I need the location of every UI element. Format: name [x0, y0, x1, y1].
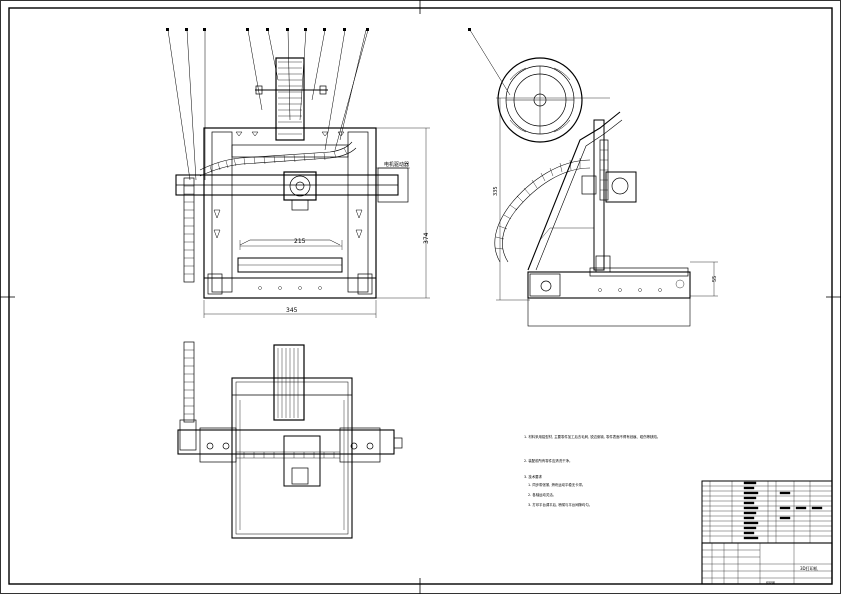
top-print-head [283, 435, 321, 487]
frame-triangles [213, 131, 363, 239]
side-spool-outer [497, 57, 583, 143]
front-view [166, 28, 430, 318]
side-print-head [605, 171, 637, 203]
title-block [701, 542, 833, 585]
front-vertical-chain [183, 177, 195, 283]
front-spool [275, 57, 305, 141]
note-line-6: 3. 打印平台调平后, 喷嘴与平台间隙均匀。 [528, 502, 592, 507]
title-block-title: 3D打印机 [800, 565, 818, 571]
inner-border [8, 7, 833, 585]
note-line-2: 2. 装配前所有零件应清洗干净。 [524, 458, 572, 463]
side-column [593, 119, 605, 271]
top-frame [231, 377, 353, 539]
top-spool [273, 344, 305, 421]
balloon-leaders [167, 29, 369, 181]
title-block-company: 装配图 [766, 580, 775, 585]
technical-notes: 1. 材料采用铝型材, 主要零件加工后去毛刺, 锐边倒钝, 零件表面不得有划痕、… [524, 434, 660, 507]
front-side-label: 电机驱动器 [384, 161, 409, 168]
side-view [468, 28, 718, 327]
front-height-dim: 374 [423, 232, 430, 244]
front-drag-chain [199, 141, 357, 177]
note-line-5: 2. 各轴运动灵活。 [528, 492, 556, 497]
side-drag-chain [494, 159, 591, 263]
top-view [177, 341, 403, 539]
balloon-marks [166, 28, 369, 31]
note-line-3: 3. 技术要求 [524, 474, 542, 479]
front-dimensions [203, 127, 430, 318]
side-small-dim: 55 [712, 276, 718, 282]
side-height-dim: 335 [493, 186, 499, 196]
note-line-4: 1. 同步带张紧, 滑块运动平稳无卡滞。 [528, 482, 585, 487]
top-gantry [177, 429, 395, 455]
front-inner-dim: 215 [294, 238, 306, 245]
front-base [203, 277, 377, 299]
front-width-dim: 345 [286, 307, 298, 314]
bom-table [701, 480, 833, 544]
note-line-1: 1. 材料采用铝型材, 主要零件加工后去毛刺, 锐边倒钝, 零件表面不得有划痕、… [524, 434, 660, 439]
